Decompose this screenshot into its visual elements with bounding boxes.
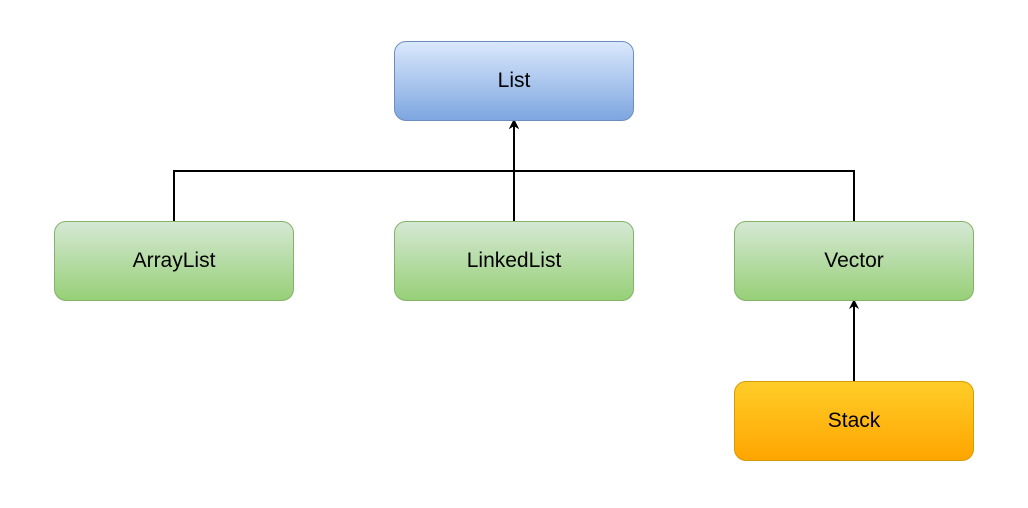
node-arraylist: ArrayList — [54, 221, 294, 301]
node-vector-label: Vector — [824, 249, 884, 272]
edge-arraylist-to-list — [173, 119, 519, 221]
node-linkedlist: LinkedList — [394, 221, 634, 301]
node-list-label: List — [497, 69, 531, 92]
node-linkedlist-label: LinkedList — [466, 249, 562, 272]
node-list: List — [394, 41, 634, 121]
edge-vector-to-list — [509, 119, 855, 221]
node-stack-label: Stack — [827, 409, 881, 432]
node-arraylist-label: ArrayList — [132, 249, 216, 272]
node-vector: Vector — [734, 221, 974, 301]
node-stack: Stack — [734, 381, 974, 461]
